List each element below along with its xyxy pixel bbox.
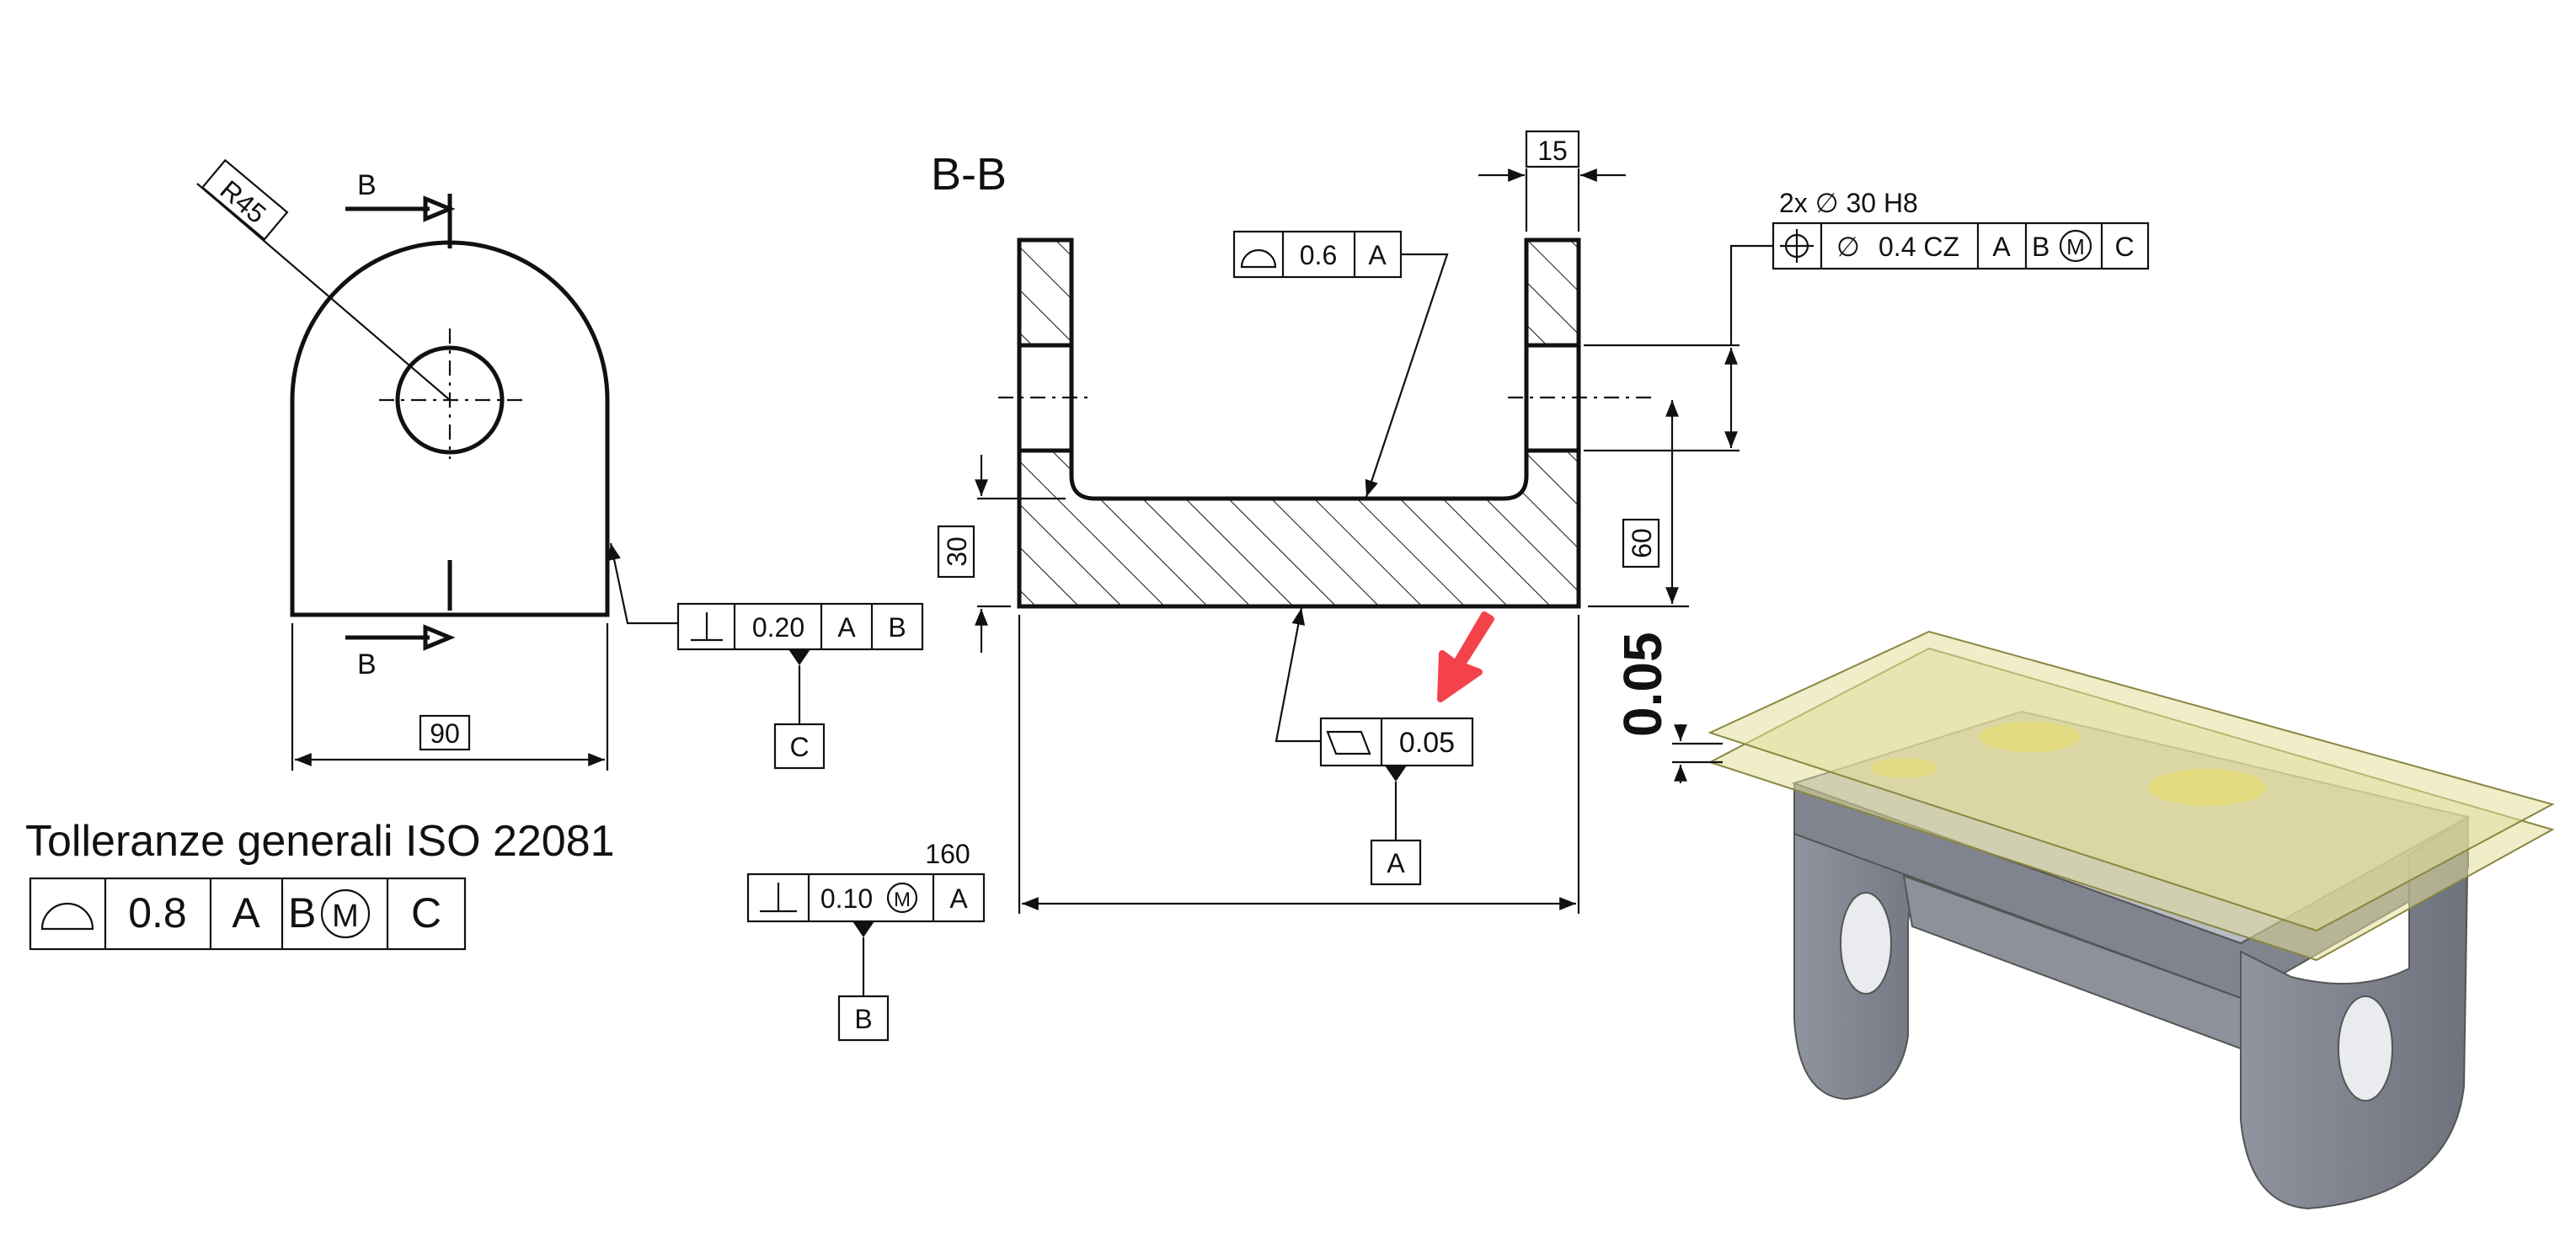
mmc-modifier-icon [2059,229,2092,263]
perp-fcf-section: 0.10 M A [746,872,986,923]
section-arrow-bottom-icon [345,624,456,651]
general-tolerance-label: Tolleranze generali ISO 22081 [25,817,615,866]
section-arrow-top-icon [345,195,456,222]
slot-dim-value: 15 [1537,136,1568,166]
mmc-modifier-icon [320,888,371,939]
right-ear-outline [1524,237,1581,348]
width-dim-box [419,714,471,751]
hole-callout: 2x ∅ 30 H8 [1779,188,1918,218]
svg-text:30: 30 [942,536,972,567]
perp-fcf-leader [607,542,678,625]
front-view: B B R45 90 0.20 A B [196,158,924,771]
svg-text:0.8: 0.8 [128,889,187,937]
svg-text:∅: ∅ [1836,232,1860,262]
svg-text:A: A [949,883,968,914]
svg-text:C: C [2114,232,2134,262]
svg-text:C: C [789,732,809,762]
surface-bump-3 [1870,758,1937,778]
svg-text:A: A [837,612,856,643]
radius-leader [196,183,451,401]
highlight-arrow-icon [1437,611,1494,702]
svg-text:M: M [332,899,359,934]
length-dim-value: 160 [925,839,970,869]
perpendicularity-icon [760,883,797,913]
width-dim-value: 90 [430,718,460,749]
flatness-fcf: 0.05 [1319,717,1474,767]
base-hatch [1019,451,1579,606]
section-title: B-B [931,149,1007,200]
height-dim: 30 [937,525,975,579]
front-view-hole [395,345,505,455]
svg-text:A: A [232,889,260,937]
section-view: B-B 15 0.6 A [746,130,2150,1042]
svg-text:M: M [894,888,911,911]
datum-a-symbol: A [1370,766,1422,886]
3d-right-hole [2338,995,2393,1102]
section-mark-top: B [357,169,377,201]
slot-dim-box [1525,130,1580,168]
svg-text:B: B [888,612,906,643]
section-mark-bottom: B [357,648,377,680]
flatness-icon [1326,730,1371,755]
tolerance-plane-upper [1708,630,2555,932]
svg-text:60: 60 [1627,528,1657,558]
perpendicularity-icon [691,612,723,642]
svg-text:A: A [1387,848,1405,878]
svg-text:B: B [288,889,316,937]
base-outline [1017,448,1581,609]
svg-text:0.05: 0.05 [1399,727,1455,759]
profile-fcf: 0.6 A [1232,230,1403,279]
svg-text:0.6: 0.6 [1300,240,1337,270]
right-ear-hatch [1526,240,1579,345]
svg-text:A: A [1992,232,2011,262]
svg-text:R45: R45 [215,174,272,229]
svg-text:0.4 CZ: 0.4 CZ [1879,232,1959,262]
general-tolerance: Tolleranze generali ISO 22081 0.8 A B M … [25,817,615,951]
svg-text:0.10: 0.10 [820,883,873,914]
front-view-outline [290,240,610,617]
left-ear-hatch [1019,240,1072,345]
flatness-zone-label: 0.05 [1612,632,1673,737]
flatness-fcf-leader [1275,607,1321,743]
mmc-modifier-icon [886,882,918,914]
hole-height-dim: 60 [1622,518,1660,568]
svg-text:A: A [1368,240,1387,270]
svg-text:C: C [411,889,441,937]
position-fcf: ∅ 0.4 CZ A B M C [1772,221,2150,270]
3d-model: 0.05 [1612,630,2555,1210]
profile-surface-icon [40,902,94,931]
svg-text:0.20: 0.20 [752,612,804,643]
datum-c-symbol: C [773,649,826,770]
3d-left-hole [1840,892,1892,995]
position-fcf-leader [1729,244,1773,345]
svg-text:M: M [2066,234,2085,259]
surface-bump-1 [1980,722,2081,752]
position-icon [1780,229,1814,263]
profile-fcf-leader [1365,253,1449,498]
profile-surface-icon [1240,248,1277,269]
left-ear-outline [1017,237,1074,348]
svg-text:B: B [2032,232,2050,262]
datum-b-symbol: B [837,921,890,1042]
perp-fcf-front: 0.20 A B [676,602,924,651]
surface-bump-2 [2148,769,2266,806]
svg-text:B: B [854,1004,872,1034]
